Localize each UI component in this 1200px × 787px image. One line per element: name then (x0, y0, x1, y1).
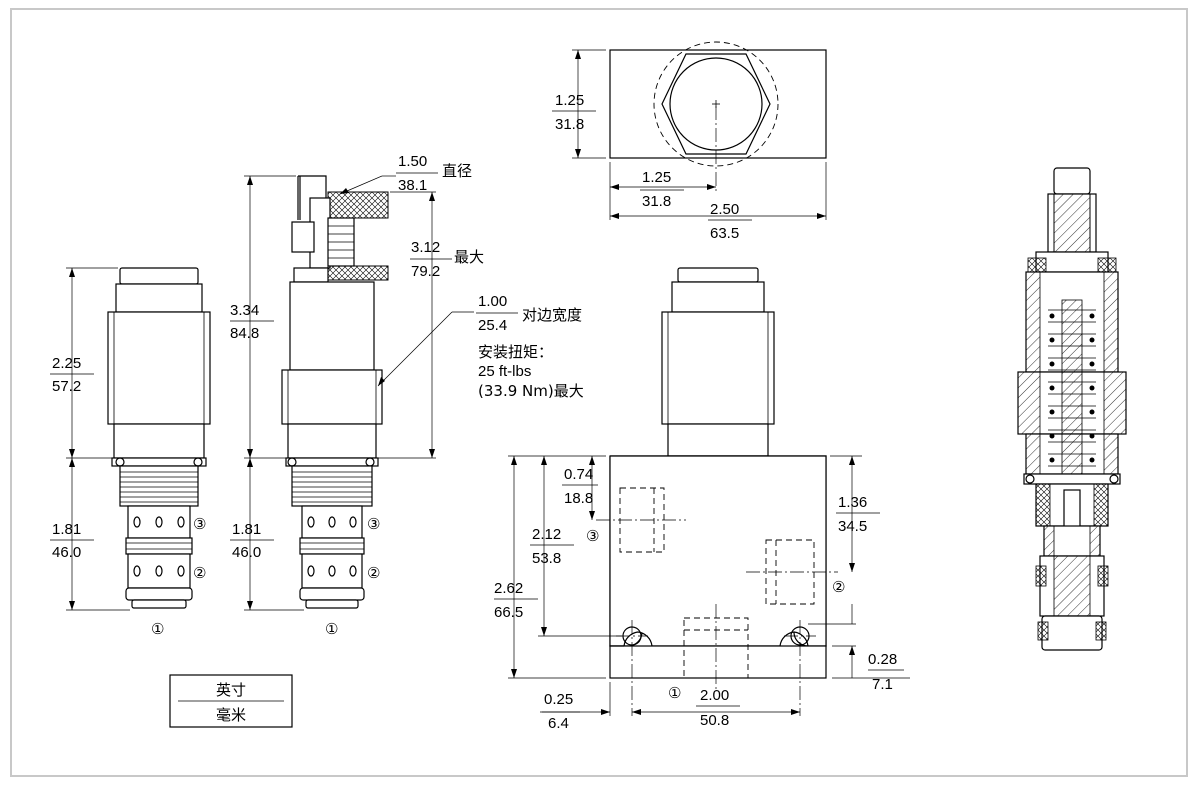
cartridge-section-view (1017, 167, 1127, 651)
port-3-label-block: ③ (586, 527, 599, 545)
torque-label: 安装扭矩： (478, 343, 553, 361)
port-2-label-side: ② (367, 564, 380, 582)
dim-hole-y-mm: 7.1 (872, 676, 893, 693)
dim-side-cartridge-in: 1.81 (232, 521, 261, 538)
dim-block-height-mm: 66.5 (494, 604, 523, 621)
dim-hole-y-in: 0.28 (868, 651, 897, 668)
dim-hole-x-in: 0.25 (544, 691, 573, 708)
dim-cartridge-height-mm: 46.0 (52, 544, 81, 561)
torque-metric: (33.9 Nm)最大 (478, 382, 584, 400)
dim-top-width-mm: 63.5 (710, 225, 739, 242)
block-top-view (552, 41, 827, 221)
dim-port3-offset2-in: 2.12 (532, 526, 561, 543)
dim-block-height-in: 2.62 (494, 580, 523, 597)
dim-knob-max-mm: 79.2 (411, 263, 440, 280)
dim-side-cartridge-mm: 46.0 (232, 544, 261, 561)
port-1-label-side: ① (325, 620, 338, 638)
torque-value: 25 ft-lbs (478, 363, 531, 380)
dim-port2-offset-mm: 34.5 (838, 518, 867, 535)
dim-side-height-mm: 84.8 (230, 325, 259, 342)
dim-hex-mm: 25.4 (478, 317, 507, 334)
dim-knob-diameter-mm: 38.1 (398, 177, 427, 194)
dim-hex-label: 对边宽度 (522, 306, 582, 324)
dim-hole-spacing-mm: 50.8 (700, 712, 729, 729)
port-1-label-front: ① (151, 620, 164, 638)
dim-knob-diameter-in: 1.50 (398, 153, 427, 170)
dim-knob-max-in: 3.12 (411, 239, 440, 256)
dim-port3-offset2-mm: 53.8 (532, 550, 561, 567)
dim-port2-offset-in: 1.36 (838, 494, 867, 511)
dim-hole-x-mm: 6.4 (548, 715, 569, 732)
dim-hole-spacing-in: 2.00 (700, 687, 729, 704)
dim-overall-height-in: 2.25 (52, 355, 81, 372)
dim-cartridge-height-in: 1.81 (52, 521, 81, 538)
port-1-label-block: ① (668, 684, 681, 702)
dim-top-half-width-in: 1.25 (642, 169, 671, 186)
cartridge-side-view (230, 172, 518, 611)
dim-hex-in: 1.00 (478, 293, 507, 310)
cartridge-front-view (50, 267, 211, 611)
legend-inch: 英寸 (216, 681, 246, 699)
dim-side-height-in: 3.34 (230, 302, 259, 319)
drawing-frame (10, 8, 1188, 777)
dim-top-half-width-mm: 31.8 (642, 193, 671, 210)
port-2-label-front: ② (193, 564, 206, 582)
port-3-label-side: ③ (367, 515, 380, 533)
dim-top-height-in: 1.25 (555, 92, 584, 109)
unit-legend (169, 674, 293, 728)
legend-mm: 毫米 (216, 706, 246, 724)
dim-top-width-in: 2.50 (710, 201, 739, 218)
dim-knob-max-label: 最大 (454, 248, 484, 266)
port-3-label-front: ③ (193, 515, 206, 533)
dim-overall-height-mm: 57.2 (52, 378, 81, 395)
dim-top-height-mm: 31.8 (555, 116, 584, 133)
dim-port3-offset-in: 0.74 (564, 466, 593, 483)
block-front-view (494, 267, 910, 716)
dim-knob-diameter-label: 直径 (442, 162, 472, 180)
port-2-label-block: ② (832, 578, 845, 596)
dim-port3-offset-mm: 18.8 (564, 490, 593, 507)
